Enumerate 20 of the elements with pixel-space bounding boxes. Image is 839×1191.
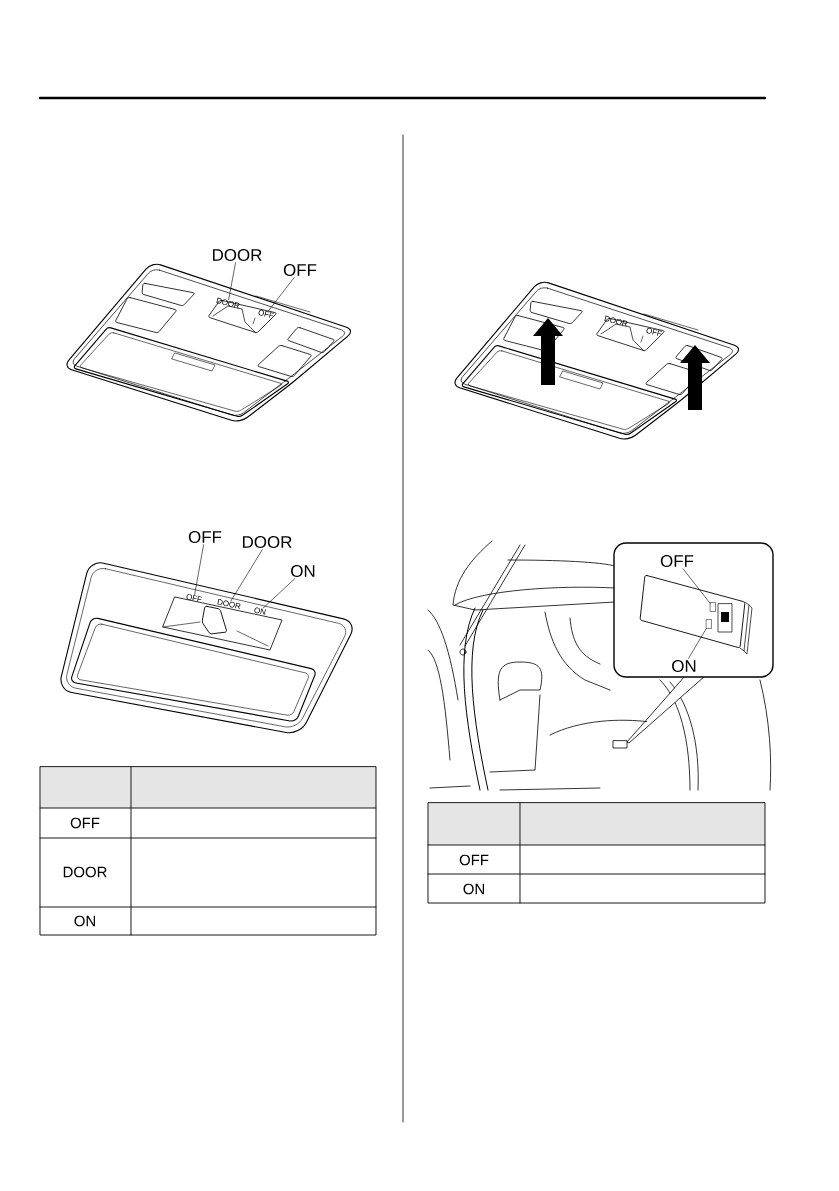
table-cell-text: DOOR [63,866,107,878]
switch-marking [706,619,712,629]
callout-label: DOOR [213,249,262,261]
callout-label: ON [672,660,696,672]
table-cell-text: ON [463,883,484,895]
leader-line [682,568,711,604]
leader-line [688,628,707,659]
leader-line [194,544,204,595]
leader-line [228,262,236,300]
table-cell-text: ON [74,915,95,927]
table-cell-text: OFF [459,854,489,866]
callout-label: OFF [188,531,222,543]
callout-label: OFF [283,264,317,276]
callout-label: ON [291,565,315,577]
callout-label: DOOR [243,536,292,548]
table-cell-text: OFF [70,817,100,829]
leader-line [268,277,295,312]
switch-marking [710,602,716,612]
callout-label: OFF [660,555,694,567]
leader-line [230,549,263,602]
